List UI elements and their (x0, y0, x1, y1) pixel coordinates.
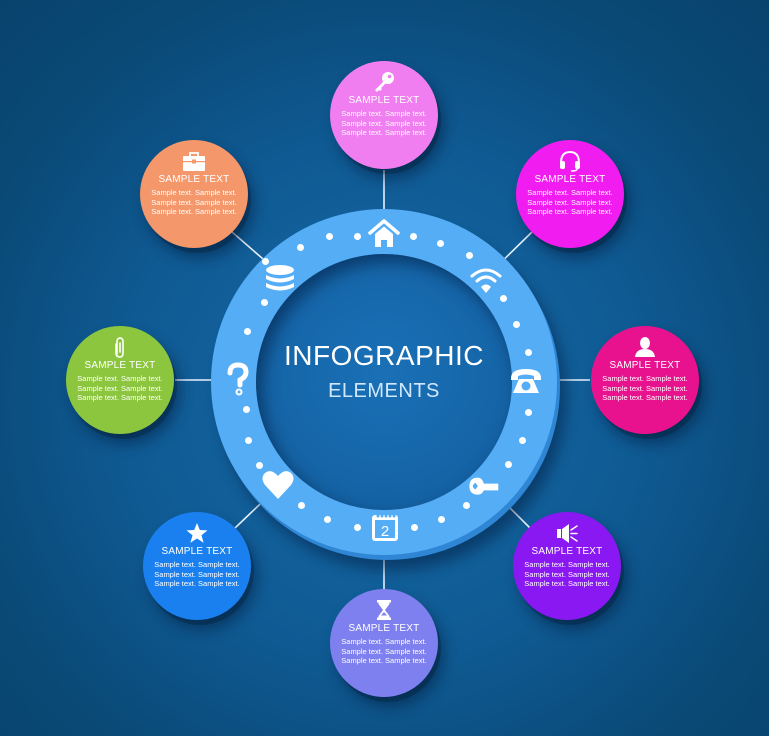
user-icon (635, 337, 655, 357)
ring-dot (298, 502, 305, 509)
telephone-icon (511, 369, 541, 393)
node-body: Sample text. Sample text. Sample text. S… (154, 560, 240, 588)
headset-icon (560, 150, 580, 172)
node-title: SAMPLE TEXT (158, 174, 230, 185)
node-title: SAMPLE TEXT (531, 546, 603, 557)
node-left[interactable]: SAMPLE TEXT Sample text. Sample text. Sa… (66, 326, 174, 434)
key-icon (375, 72, 394, 92)
center-title: INFOGRAPHIC (284, 340, 484, 371)
home-icon (368, 219, 400, 247)
wifi-icon (470, 268, 502, 293)
ring-dot (513, 321, 520, 328)
node-right[interactable]: SAMPLE TEXT Sample text. Sample text. Sa… (591, 326, 699, 434)
ring-dot (245, 437, 252, 444)
ring-dot (326, 233, 333, 240)
ring-dot (466, 252, 473, 259)
center-disk (256, 254, 512, 510)
briefcase-icon (183, 152, 205, 171)
star-icon (186, 523, 208, 543)
paperclip-icon (115, 337, 124, 358)
ring-dot (525, 409, 532, 416)
ring-dot (438, 516, 445, 523)
node-title: SAMPLE TEXT (348, 623, 420, 634)
node-top-left[interactable]: SAMPLE TEXT Sample text. Sample text. Sa… (140, 140, 248, 248)
ring-dot (463, 502, 470, 509)
node-top[interactable]: SAMPLE TEXT Sample text. Sample text. Sa… (330, 61, 438, 169)
center-subtitle: ELEMENTS (328, 380, 440, 402)
ring-dot (410, 233, 417, 240)
ring-dot (525, 349, 532, 356)
megaphone-icon (557, 524, 578, 543)
node-body: Sample text. Sample text. Sample text. S… (341, 109, 427, 137)
ring-dot (500, 295, 507, 302)
ring-dot (297, 244, 304, 251)
wrench-icon (469, 477, 499, 495)
node-body: Sample text. Sample text. Sample text. S… (151, 188, 237, 216)
node-body: Sample text. Sample text. Sample text. S… (77, 374, 163, 402)
node-bottom-right[interactable]: SAMPLE TEXT Sample text. Sample text. Sa… (513, 512, 621, 620)
ring-dot (354, 524, 361, 531)
ring-dot (244, 328, 251, 335)
ring-dot (261, 299, 268, 306)
node-body: Sample text. Sample text. Sample text. S… (524, 560, 610, 588)
node-top-right[interactable]: SAMPLE TEXT Sample text. Sample text. Sa… (516, 140, 624, 248)
node-title: SAMPLE TEXT (609, 360, 681, 371)
node-body: Sample text. Sample text. Sample text. S… (602, 374, 688, 402)
hourglass-icon (377, 600, 391, 620)
database-icon (266, 265, 294, 291)
ring-dot (505, 461, 512, 468)
node-bottom-left[interactable]: SAMPLE TEXT Sample text. Sample text. Sa… (143, 512, 251, 620)
node-title: SAMPLE TEXT (161, 546, 233, 557)
node-body: Sample text. Sample text. Sample text. S… (527, 188, 613, 216)
ring-dot (354, 233, 361, 240)
ring-dot (324, 516, 331, 523)
ring-dot (243, 406, 250, 413)
node-body: Sample text. Sample text. Sample text. S… (341, 637, 427, 665)
heart-icon (262, 471, 294, 499)
node-title: SAMPLE TEXT (84, 360, 156, 371)
ring-dot (519, 437, 526, 444)
question-mark-icon (227, 362, 249, 396)
calendar-icon: 2 (372, 514, 398, 541)
ring-dot (437, 240, 444, 247)
ring-dot (411, 524, 418, 531)
node-title: SAMPLE TEXT (348, 95, 420, 106)
ring-dot (256, 462, 263, 469)
node-bottom[interactable]: SAMPLE TEXT Sample text. Sample text. Sa… (330, 589, 438, 697)
ring-dot (262, 258, 269, 265)
svg-text:2: 2 (381, 523, 389, 540)
node-title: SAMPLE TEXT (534, 174, 606, 185)
